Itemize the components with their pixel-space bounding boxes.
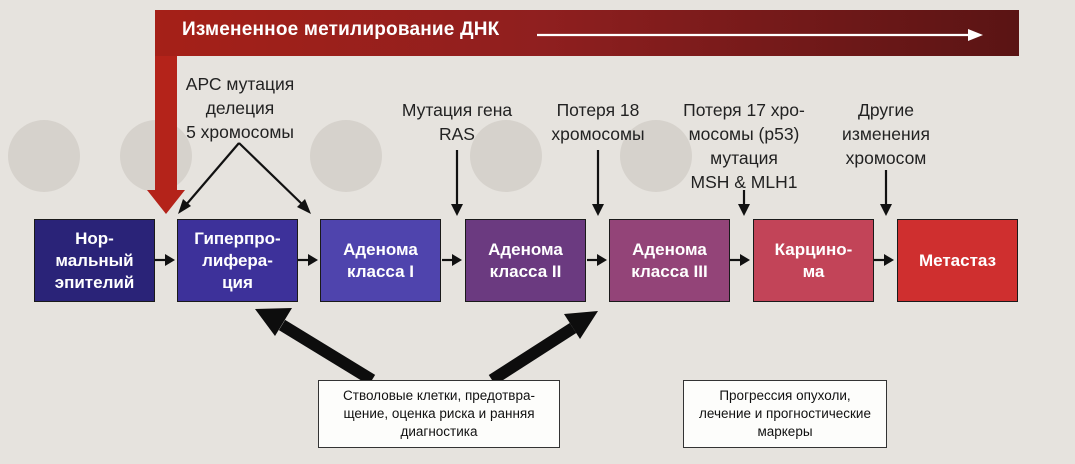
stage-label: Аденома класса III: [631, 239, 708, 281]
apc-arrow-right-head: [297, 199, 311, 214]
stage-normal-epithelium: Нор- мальный эпителий: [34, 219, 155, 302]
loss18-arrow-head: [592, 204, 604, 216]
methylation-down-bar: [155, 56, 177, 192]
stage-label: Аденома класса II: [488, 239, 563, 281]
stage-label: Гиперпро- лифера- ция: [194, 228, 281, 292]
stage-metastasis: Метастаз: [897, 219, 1018, 302]
loss17-arrow-head: [738, 204, 750, 216]
stem-arrow-head: [255, 308, 292, 336]
banner-arrow-head: [968, 29, 983, 41]
stage-label: Аденома класса I: [343, 239, 418, 281]
other-arrow-head: [880, 204, 892, 216]
stage-adenoma-2: Аденома класса II: [465, 219, 586, 302]
stage-carcinoma: Карцино- ма: [753, 219, 874, 302]
stage-adenoma-3: Аденома класса III: [609, 219, 730, 302]
methylation-banner: [155, 10, 1019, 56]
banner-title: Измененное метилирование ДНК: [182, 19, 500, 40]
stem-cells-note: Стволовые клетки, предотвра- щение, оцен…: [318, 380, 560, 448]
progression-arrow-head: [564, 311, 598, 339]
ras-arrow-head: [451, 204, 463, 216]
stage-hyperproliferation: Гиперпро- лифера- ция: [177, 219, 298, 302]
stage-label: Карцино- ма: [774, 239, 853, 281]
stage-adenoma-1: Аденома класса I: [320, 219, 441, 302]
methylation-arrow-head: [147, 190, 185, 214]
progression-note: Прогрессия опухоли, лечение и прогностич…: [683, 380, 887, 448]
stage-label: Метастаз: [918, 250, 997, 270]
apc-arrow-left-head: [178, 199, 191, 214]
stage-label: Нор- мальный эпителий: [54, 228, 135, 292]
